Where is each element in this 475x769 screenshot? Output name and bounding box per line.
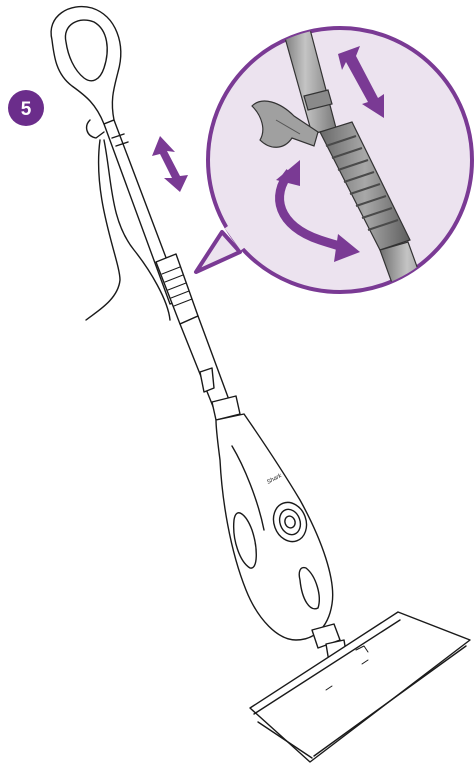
handle-loop (51, 7, 121, 124)
cord-clip (87, 120, 104, 138)
pole-grip (156, 254, 198, 324)
step-number: 5 (21, 99, 32, 120)
cord-hook (200, 368, 214, 392)
magnified-callout (196, 14, 472, 338)
power-cord-inner (104, 140, 170, 320)
power-cord (86, 140, 120, 320)
step-badge: 5 (8, 90, 44, 126)
up-down-arrow-icon (152, 136, 188, 192)
